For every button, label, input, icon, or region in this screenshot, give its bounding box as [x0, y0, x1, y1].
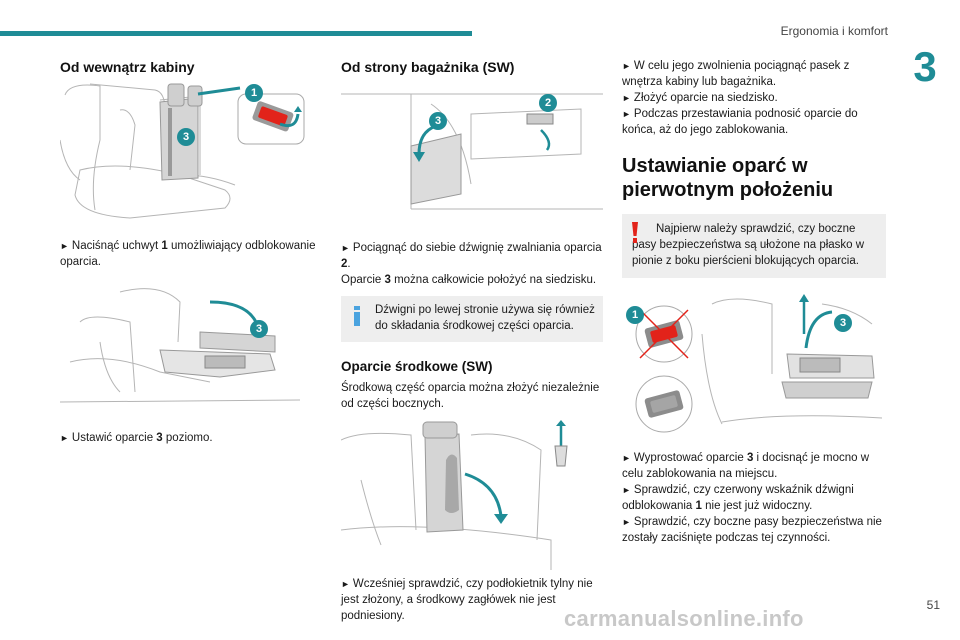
callout-badge-1: 1 [245, 84, 263, 102]
instruction-straighten-backrest: ►Wyprostować oparcie 3 i docisnąć je moc… [622, 450, 886, 482]
text: Pociągnąć do siebie dźwignię zwalniania … [352, 242, 602, 254]
text: Złożyć oparcie na siedzisko. [633, 92, 778, 104]
header-accent-bar [0, 31, 472, 36]
ref-number: 2 [341, 258, 348, 270]
text: Sprawdzić, czy boczne pasy bezpieczeństw… [622, 516, 882, 544]
bullet-arrow: ► [622, 109, 631, 119]
text: poziomo. [162, 432, 213, 444]
figure-seat-release-handle: 1 3 [60, 80, 318, 222]
seat-illustration [60, 288, 301, 403]
bullet-arrow: ► [341, 579, 350, 589]
text: Sprawdzić, czy czerwony wskaźnik dźwigni… [622, 484, 854, 512]
ref-number: 3 [746, 452, 754, 464]
figure-center-backrest [341, 420, 603, 570]
text: W celu jego zwolnienia pociągnąć pasek z… [622, 60, 850, 88]
warning-icon [632, 222, 638, 243]
warning-box: Najpierw należy sprawdzić, czy boczne pa… [622, 214, 886, 278]
trunk-illustration [341, 93, 603, 210]
ref-number: 3 [156, 432, 163, 444]
text: . [347, 258, 351, 270]
watermark: carmanualsonline.info [564, 606, 804, 631]
callout-badge-3: 3 [429, 112, 447, 130]
callout-badge-2: 2 [539, 94, 557, 112]
column-right: ►W celu jego zwolnienia pociągnąć pasek … [622, 58, 886, 546]
text: i docisnąć je mocno w celu zablokowania … [622, 452, 870, 480]
callout-badge-3: 3 [250, 320, 268, 338]
text: Ustawić oparcie [71, 432, 157, 444]
text-backrest-fold: Oparcie 3 można całkowicie położyć na si… [341, 272, 603, 288]
text: nie jest już widoczny. [701, 500, 813, 512]
heading-center-backrest: Oparcie środkowe (SW) [341, 359, 493, 374]
bullet-arrow: ► [622, 61, 631, 71]
instruction-press-handle: ►Naciśnąć uchwyt 1 umożliwiający odbloko… [60, 238, 318, 270]
callout-badge-3: 3 [834, 314, 852, 332]
bullet-arrow: ► [60, 433, 69, 443]
instruction-check-armrest: ►Wcześniej sprawdzić, czy podłokietnik t… [341, 576, 603, 624]
bullet-raise-backrest: ►Podczas przestawiania podnosić oparcie … [622, 106, 886, 138]
callout-badge-1: 1 [626, 306, 644, 324]
instruction-check-belts: ►Sprawdzić, czy boczne pasy bezpieczeńst… [622, 514, 886, 546]
bullet-arrow: ► [341, 243, 350, 253]
text: Wyprostować oparcie [633, 452, 747, 464]
callout-badge-3: 3 [177, 128, 195, 146]
bullet-arrow: ► [622, 485, 631, 495]
column-middle: Od strony bagażnika (SW) 3 2 ►Pociągnąć … [341, 58, 603, 624]
column-left: Od wewnątrz kabiny [60, 58, 318, 446]
seat-illustration [635, 294, 883, 433]
text: Wcześniej sprawdzić, czy podłokietnik ty… [341, 578, 593, 622]
instruction-pull-lever: ►Pociągnąć do siebie dźwignię zwalniania… [341, 240, 603, 272]
seat-illustration [341, 420, 568, 570]
ref-number: 1 [161, 240, 168, 252]
heading-inside-cabin: Od wewnątrz kabiny [60, 59, 195, 75]
heading-from-trunk: Od strony bagażnika (SW) [341, 59, 515, 75]
section-title: Ergonomia i komfort [780, 24, 888, 38]
text: Oparcie [341, 274, 385, 286]
heading-restore-backrest: Ustawianie oparć w pierwotnym położeniu [622, 155, 834, 201]
figure-trunk-lever: 3 2 [341, 84, 603, 216]
text: Podczas przestawiania podnosić oparcie d… [622, 108, 858, 136]
page-number: 51 [926, 598, 940, 612]
ref-number: 3 [384, 274, 391, 286]
figure-seat-fold-flat: 3 [60, 282, 318, 414]
text: umożliwiający odblokowanie oparcia. [60, 240, 316, 268]
info-text: Dźwigni po lewej stronie używa się równi… [375, 304, 595, 332]
figure-backrest-lock: 1 3 [622, 294, 886, 436]
info-icon [354, 306, 360, 326]
instruction-check-indicator: ►Sprawdzić, czy czerwony wskaźnik dźwign… [622, 482, 886, 514]
bullet-fold-seat: ►Złożyć oparcie na siedzisko. [622, 90, 886, 106]
ref-number: 1 [695, 500, 702, 512]
info-box: Dźwigni po lewej stronie używa się równi… [341, 296, 603, 342]
instruction-set-horizontal: ►Ustawić oparcie 3 poziomo. [60, 430, 318, 446]
bullet-arrow: ► [622, 517, 631, 527]
bullet-release-strap: ►W celu jego zwolnienia pociągnąć pasek … [622, 58, 886, 90]
text: można całkowicie położyć na siedzisku. [390, 274, 597, 286]
text-center-backrest: Środkową część oparcia można złożyć niez… [341, 382, 600, 410]
warning-text: Najpierw należy sprawdzić, czy boczne pa… [632, 223, 865, 267]
bullet-arrow: ► [622, 93, 631, 103]
seat-illustration [60, 83, 305, 219]
bullet-arrow: ► [60, 241, 69, 251]
bullet-arrow: ► [622, 453, 631, 463]
chapter-number: 3 [913, 43, 937, 90]
text: Naciśnąć uchwyt [71, 240, 162, 252]
